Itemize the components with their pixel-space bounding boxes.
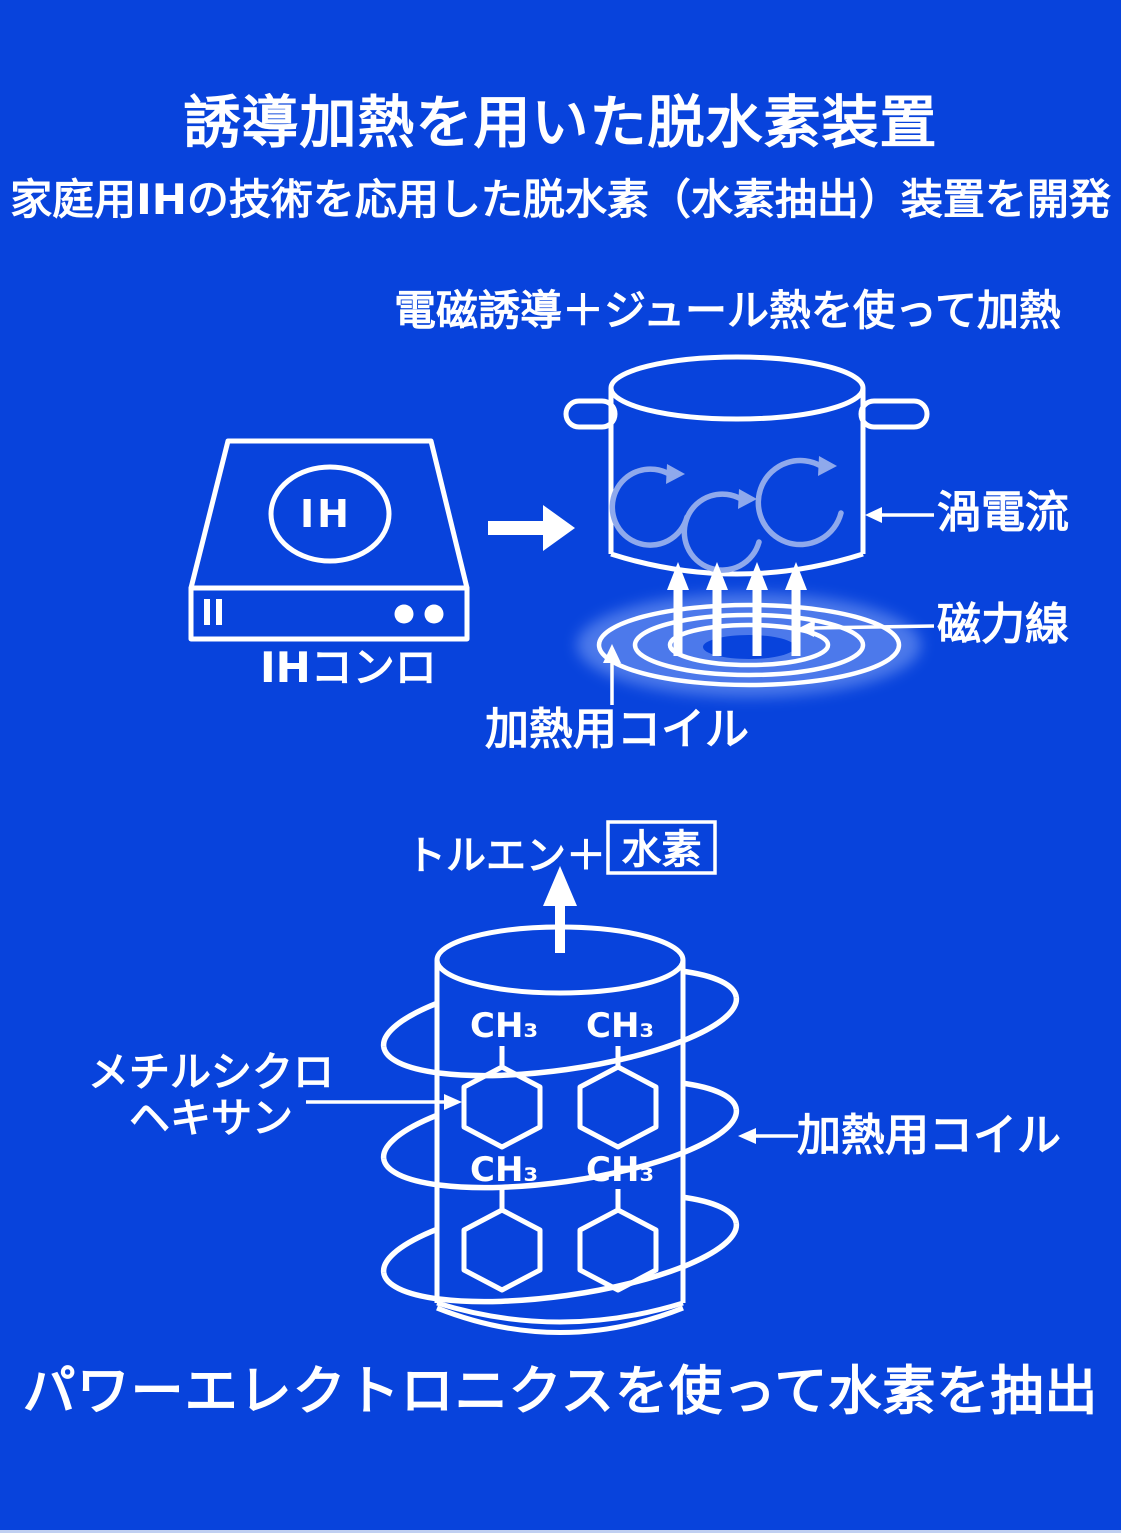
eddy-arrow-icon xyxy=(681,491,762,573)
flow-arrow-icon xyxy=(488,505,575,551)
page-title: 誘導加熱を用いた脱水素装置 xyxy=(183,90,938,156)
eddy-arrowhead-icon xyxy=(738,489,757,509)
heating-coil-drawing xyxy=(577,593,921,697)
reactor-heating-coil-label: 加熱用コイル xyxy=(797,1110,1061,1161)
ih-mark-label: IH xyxy=(300,492,352,536)
page-subtitle: 家庭用IHの技術を応用した脱水素（水素抽出）装置を開発 xyxy=(10,175,1111,224)
cooktop-label: IHコンロ xyxy=(260,643,437,692)
cooktop-button-dot xyxy=(394,604,414,624)
footer-caption: パワーエレクトロニクスを使って水素を抽出 xyxy=(22,1361,1099,1422)
bottom-edge-line xyxy=(0,1530,1121,1533)
eddy-arrow-icon xyxy=(755,457,844,548)
molecule-label-line2: ヘキサン xyxy=(129,1094,293,1142)
cooktop-front-face xyxy=(188,585,470,642)
eddy-current-arrows xyxy=(609,456,844,573)
reactor-cylinder xyxy=(434,924,686,1335)
induction-heading: 電磁誘導＋ジュール熱を使って加熱 xyxy=(394,286,1061,335)
molecule-structures xyxy=(461,1046,659,1293)
methyl-label: CH₃ xyxy=(586,1006,655,1046)
cylinder-bottom xyxy=(436,1300,684,1325)
label-pointers-upper xyxy=(603,507,935,705)
methyl-label: CH₃ xyxy=(470,1150,539,1190)
toluene-arrow-icon xyxy=(543,866,577,953)
hexagon-molecule xyxy=(577,1064,659,1150)
eddy-current-label: 渦電流 xyxy=(937,487,1069,538)
hydrogen-box xyxy=(606,820,717,875)
eddy-arrowhead-icon xyxy=(666,464,685,484)
magnetic-lines-label: 磁力線 xyxy=(937,599,1069,650)
hexagon-molecule xyxy=(577,1207,659,1293)
methyl-label: CH₃ xyxy=(586,1150,655,1190)
hexagon-molecule xyxy=(461,1207,543,1293)
cylinder-bottom-rim xyxy=(436,1305,684,1335)
pot-handle-right xyxy=(858,398,930,430)
ih-cooktop-drawing xyxy=(188,438,470,642)
pot-bottom xyxy=(610,551,864,577)
eddy-arrow-icon xyxy=(609,466,690,548)
magnetic-lines-pointer xyxy=(812,624,935,630)
pot-handle-left xyxy=(563,398,618,430)
reactor-coil-front xyxy=(381,996,740,1305)
eddy-arrowhead-icon xyxy=(818,456,837,476)
molecule-label-line1: メチルシクロ xyxy=(88,1048,334,1096)
pot-rim xyxy=(608,354,866,422)
label-pointers-lower xyxy=(306,1094,798,1144)
coil-center-hole xyxy=(703,635,795,659)
heating-coil-label: 加熱用コイル xyxy=(485,704,749,755)
hydrogen-box-label: 水素 xyxy=(621,827,702,873)
cooktop-button-dot xyxy=(424,604,444,624)
pot-drawing xyxy=(563,354,930,577)
hexagon-molecule xyxy=(461,1064,543,1150)
toluene-label: トルエン＋ xyxy=(406,833,606,879)
magnetic-field-arrows xyxy=(667,562,807,656)
methyl-label: CH₃ xyxy=(470,1006,539,1046)
ih-burner-circle xyxy=(268,464,392,564)
